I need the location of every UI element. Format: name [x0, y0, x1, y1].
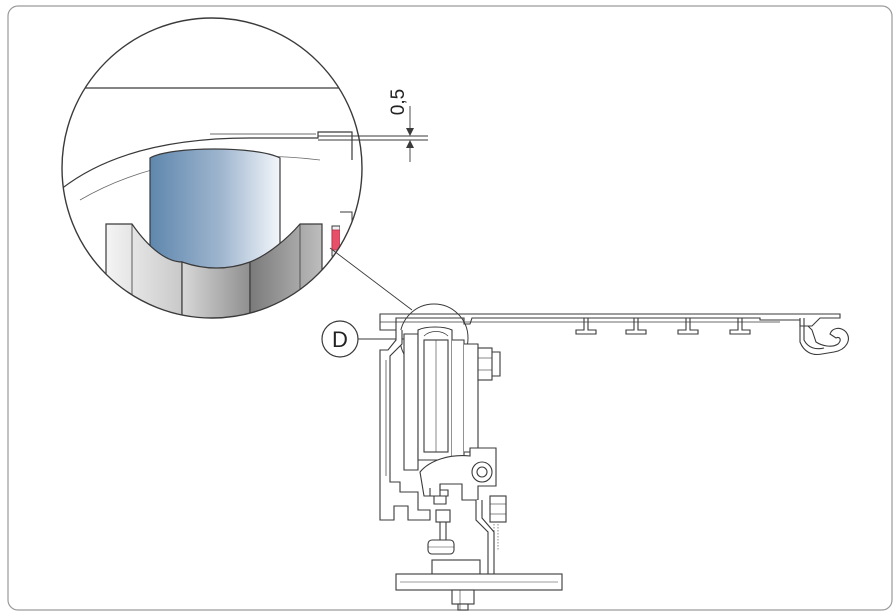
left-bracket — [379, 330, 431, 521]
rail-end-hook — [799, 318, 849, 356]
callout-bubble — [321, 320, 359, 358]
roller-housing — [403, 333, 419, 471]
main-assembly: D — [321, 303, 849, 611]
dimension-label: 0,5 — [388, 89, 409, 115]
magnifier-circle — [61, 17, 363, 319]
channel-middle — [181, 261, 251, 318]
base-plate — [395, 559, 563, 611]
dimension-marking: 0,5 — [318, 89, 428, 162]
page-frame — [7, 5, 893, 611]
adjustment-mechanism — [427, 495, 507, 581]
pivot-bolt — [471, 461, 493, 483]
axle-bolt — [477, 347, 501, 381]
roller-body — [149, 148, 281, 269]
leader-line-upper — [329, 247, 413, 311]
carriage-block — [419, 447, 497, 501]
callout-label: D — [332, 327, 348, 352]
rail-hangers — [575, 318, 751, 335]
magnified-detail — [61, 17, 363, 319]
